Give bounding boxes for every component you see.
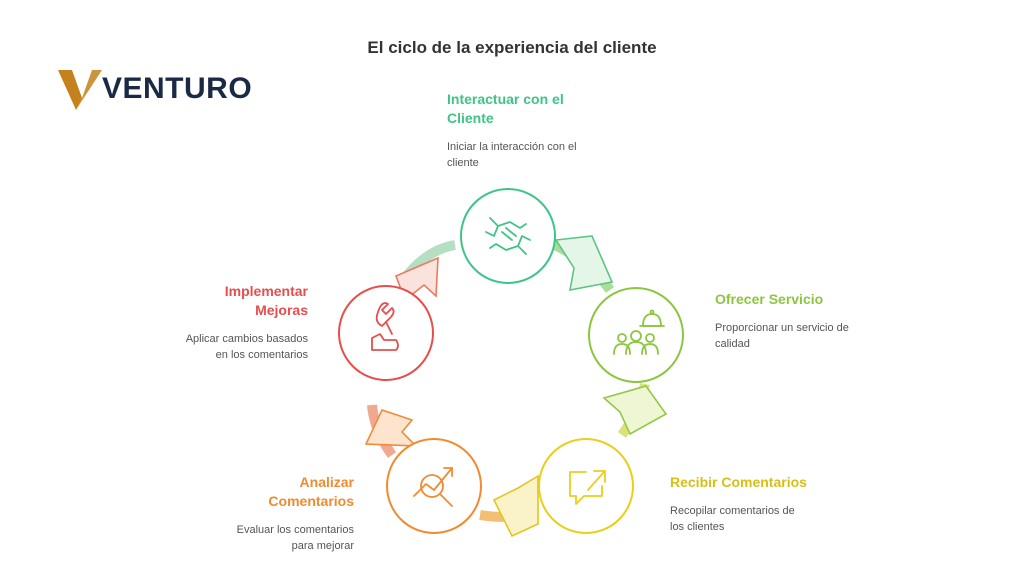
step-interactuar-title: Interactuar con el Cliente — [447, 91, 564, 126]
arrowhead-to-recibir — [602, 385, 668, 436]
node-recibir — [538, 438, 634, 534]
step-interactuar-description: Iniciar la interacción con el cliente — [447, 141, 577, 169]
handshake-icon — [485, 217, 531, 255]
step-implementar: Implementar Mejoras Aplicar cambios basa… — [178, 282, 308, 363]
step-ofrecer-description: Proporcionar un servicio de calidad — [715, 322, 849, 350]
step-recibir: Recibir Comentarios Recopilar comentario… — [670, 473, 810, 535]
arrowhead-to-implementar — [364, 409, 419, 447]
venturo-logo: VENTURO — [58, 66, 268, 112]
wrench-hand-icon — [371, 302, 399, 351]
service-bell-people-icon — [613, 309, 665, 355]
step-analizar-description: Evaluar los comentarios para mejorar — [236, 524, 354, 552]
arrowhead-to-analizar — [492, 474, 539, 538]
arrowhead-to-ofrecer — [554, 235, 614, 292]
step-ofrecer-title: Ofrecer Servicio — [715, 291, 824, 307]
step-analizar: Analizar Comentarios Evaluar los comenta… — [214, 473, 354, 554]
step-analizar-title: Analizar Comentarios — [268, 474, 354, 509]
step-recibir-description: Recopilar comentarios de los clientes — [670, 505, 795, 533]
step-interactuar: Interactuar con el Cliente Iniciar la in… — [447, 90, 607, 171]
step-implementar-description: Aplicar cambios basados en los comentari… — [185, 333, 308, 361]
step-ofrecer: Ofrecer Servicio Proporcionar un servici… — [715, 290, 865, 352]
magnifier-trend-icon — [413, 467, 453, 507]
venturo-v-logo-icon — [58, 70, 102, 110]
diagram-title: El ciclo de la experiencia del cliente — [367, 38, 657, 57]
step-implementar-title: Implementar Mejoras — [224, 283, 308, 318]
node-analizar — [386, 438, 482, 534]
chat-arrow-icon — [569, 470, 606, 505]
logo-text: VENTURO — [102, 72, 253, 105]
step-recibir-title: Recibir Comentarios — [670, 474, 807, 490]
node-ofrecer — [588, 287, 684, 383]
node-implementar — [338, 285, 434, 381]
